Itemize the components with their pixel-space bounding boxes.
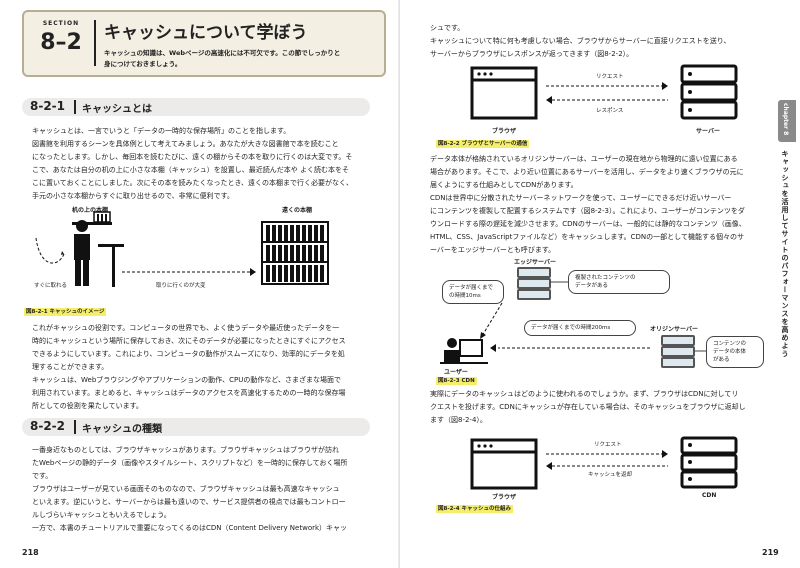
fig3-user-label: ユーザー (444, 369, 468, 376)
page-number: 219 (762, 548, 779, 557)
text-line: にコンテンツを複製して配置するシステムです（図8-2-3）。これにより、ユーザー… (430, 207, 745, 215)
fig2-illustration (470, 64, 738, 120)
section-title: キャッシュについて学ぼう (104, 23, 308, 43)
text-line: ルしづらいキャッシュともいえるでしょう。 (32, 511, 171, 519)
text-line: データ本体が格納されているオリジンサーバーは、ユーザーの現在地から物理的に遠い位… (430, 155, 738, 163)
chapter-tab: chapter 8 (778, 100, 796, 142)
paragraph: キャッシュとは、一言でいうと「データの一時的な保存場所」のことを指します。 図書… (32, 125, 372, 203)
section-lead-line: キャッシュの知識は、Webページの高速化には不可欠です。この節でしっかりと (104, 49, 341, 57)
fig1-desk-label: 机の上の本棚 (72, 207, 109, 214)
text-line: になったとします。しかし、毎回本を読むたびに、遠くの棚からその本を取りに行くのは… (32, 153, 353, 161)
text-line: 時的にキャッシュという場所に保存しておき、次にそのデータが必要になったときにすぐ… (32, 337, 346, 345)
left-page: SECTION 8–2 キャッシュについて学ぼう キャッシュの知識は、Webペー… (22, 10, 386, 557)
paragraph: データ本体が格納されているオリジンサーバーは、ユーザーの現在地から物理的に遠い位… (430, 153, 770, 257)
text-line: キャッシュについて特に何も考慮しない場合、ブラウザからサーバーに直接リクエストを… (430, 37, 731, 45)
text-line: サーバーからブラウザにレスポンスが返ってきます（図8-2-2）。 (430, 50, 634, 58)
fig3-origin-note-line: がある (713, 357, 730, 363)
fig1-near-label: すぐに取れる (34, 283, 68, 289)
fig4-cdn-label: CDN (702, 492, 717, 499)
heading-number: 8-2-1 (30, 99, 66, 113)
heading-8-2-1: 8-2-1 キャッシュとは (22, 98, 370, 116)
section-lead-line: 身につけておきましょう。 (104, 60, 182, 68)
section-divider (94, 20, 96, 66)
text-line: 利用されています。まとめると、キャッシュはデータのアクセスを高速化するための一時… (32, 389, 346, 397)
text-line: こで、あなたは自分の机の上に小さな本棚（キャッシュ）を設置し、最近読んだ本や よ… (32, 166, 349, 174)
text-line: 一方で、本書のチュートリアルで重要になってくるのはCDN（Content Del… (32, 524, 348, 532)
text-line: 図書館を利用するシーンを具体例として考えてみましょう。あなたが大きな図書館で本を… (32, 140, 339, 148)
fig1-far-text: 取りに行くのが大変 (156, 283, 206, 289)
paragraph: 一番身近なものとしては、ブラウザキャッシュがあります。ブラウザキャッシュはブラウ… (32, 444, 372, 535)
fig4-caption: 図8-2-4 キャッシュの仕組み (436, 505, 513, 513)
section-label: SECTION (42, 20, 80, 27)
text-line: ブラウザはユーザーが見ている画面そのものなので、ブラウザキャッシュは最も高速なキ… (32, 485, 340, 493)
text-line: HTML、CSS、JavaScriptファイルなど）をキャッシュします。CDNの… (430, 233, 744, 241)
heading-divider (74, 420, 76, 434)
fig3-origin-label: オリジンサーバー (650, 326, 698, 333)
text-line: キャッシュは、Webブラウジングやアプリケーションの動作、CPUの動作など、さま… (32, 376, 342, 384)
fig4-return-label: キャッシュを返却 (588, 472, 633, 478)
page-number: 218 (22, 548, 39, 557)
heading-title: キャッシュの種類 (82, 424, 162, 435)
side-running-title: キャッシュを活用してサイトのパフォーマンスを高めよう (781, 150, 789, 358)
paragraph: シュです。 キャッシュについて特に何も考慮しない場合、ブラウザからサーバーに直接… (430, 22, 770, 61)
fig3-caption: 図8-2-3 CDN (436, 377, 477, 385)
text-line: ます（図8-2-4）。 (430, 416, 487, 424)
fig3-edge-label: エッジサーバー (514, 259, 556, 266)
fig4-request-label: リクエスト (594, 442, 622, 448)
fig1-illustration (35, 211, 329, 287)
fig2-browser-label: ブラウザ (492, 128, 517, 135)
paragraph: これがキャッシュの役割です。コンピュータの世界でも、よく使うデータや最近使ったデ… (32, 322, 372, 413)
right-page: シュです。 キャッシュについて特に何も考慮しない場合、ブラウザからサーバーに直接… (400, 0, 800, 568)
fig1-far-label: 遠くの本棚 (282, 207, 313, 214)
chapter-tab-label: chapter 8 (782, 103, 789, 136)
heading-8-2-2: 8-2-2 キャッシュの種類 (22, 418, 370, 436)
fig4-browser-label: ブラウザ (492, 494, 517, 501)
text-line: 実際にデータのキャッシュはどのように使われるのでしょうか。まず、ブラウザはCDN… (430, 390, 739, 398)
text-line: たWebページの静的データ（画像やスタイルシート、スクリプトなど）を一時的に保存… (32, 459, 348, 467)
fig2-caption: 図8-2-2 ブラウザとサーバーの通信 (436, 140, 530, 148)
fig2-response-label: レスポンス (596, 108, 624, 114)
text-line: キャッシュとは、一言でいうと「データの一時的な保存場所」のことを指します。 (32, 127, 291, 135)
text-line: ーバーをエッジサーバーとも呼びます。 (430, 246, 556, 254)
fig3-near-note-line: データが届くまで (449, 285, 494, 291)
fig3-origin-note-line: コンテンツの (713, 341, 747, 347)
text-line: これがキャッシュの役割です。コンピュータの世界でも、よく使うデータや最近使ったデ… (32, 324, 340, 332)
fig3-near-note-line: の時間10ms (449, 293, 481, 299)
text-line: ウンロードする際の遅延を減少させます。CDNのサーバーは、一般的には静的なコンテ… (430, 220, 746, 228)
fig3-edge-note-line: 複製されたコンテンツの (575, 275, 636, 281)
text-line: です。 (32, 472, 53, 480)
section-number: 8–2 (40, 30, 82, 55)
text-line: シュです。 (430, 24, 465, 32)
fig2-request-label: リクエスト (596, 74, 624, 80)
heading-divider (74, 100, 76, 114)
section-lead: キャッシュの知識は、Webページの高速化には不可欠です。この節でしっかりと 身に… (104, 48, 374, 70)
fig3-origin-note: コンテンツの データの本体 がある (706, 336, 764, 368)
fig3-edge-note: 複製されたコンテンツの データがある (568, 270, 670, 294)
fig4-illustration (470, 436, 738, 490)
text-line: 場合があります。そこで、より近い位置にあるサーバーを活用し、データをより速くブラ… (430, 168, 744, 176)
text-line: こに置いておくことにしました。次にその本を読みたくなったとき、遠くの本棚まで行く… (32, 179, 353, 187)
paragraph: 実際にデータのキャッシュはどのように使われるのでしょうか。まず、ブラウザはCDN… (430, 388, 770, 427)
fig3-near-note: データが届くまで の時間10ms (442, 280, 504, 304)
fig3-far-note: データが届くまでの時間200ms (524, 320, 636, 336)
text-line: CDNは世界中に分散されたサーバーネットワークを使って、ユーザーにできるだけ近い… (430, 194, 732, 202)
fig3-edge-note-line: データがある (575, 283, 609, 289)
text-line: 一番身近なものとしては、ブラウザキャッシュがあります。ブラウザキャッシュはブラウ… (32, 446, 339, 454)
section-header: SECTION 8–2 キャッシュについて学ぼう キャッシュの知識は、Webペー… (22, 10, 386, 77)
heading-number: 8-2-2 (30, 419, 66, 433)
text-line: 手元の小さな本棚からすぐに取り出せるので、非常に便利です。 (32, 192, 234, 200)
fig2-server-label: サーバー (696, 128, 720, 135)
text-line: 所としての役割を果たしています。 (32, 402, 143, 410)
text-line: といえます。逆にいうと、サーバーからは最も遠いので、サービス提供者の視点では最も… (32, 498, 346, 506)
fig3-origin-note-line: データの本体 (713, 349, 747, 355)
text-line: クエストを投げます。CDNにキャッシュが存在している場合は、そのキャッシュをブラ… (430, 403, 746, 411)
fig3-illustration (440, 267, 706, 368)
heading-title: キャッシュとは (82, 104, 152, 115)
text-line: 理することができます。 (32, 363, 109, 371)
text-line: できるようにしています。これにより、コンピュータの動作がスムーズになり、効率的に… (32, 350, 345, 358)
fig1-caption: 図8-2-1 キャッシュのイメージ (24, 308, 107, 316)
text-line: 届くようにする仕組みとしてCDNがあります。 (430, 181, 578, 189)
